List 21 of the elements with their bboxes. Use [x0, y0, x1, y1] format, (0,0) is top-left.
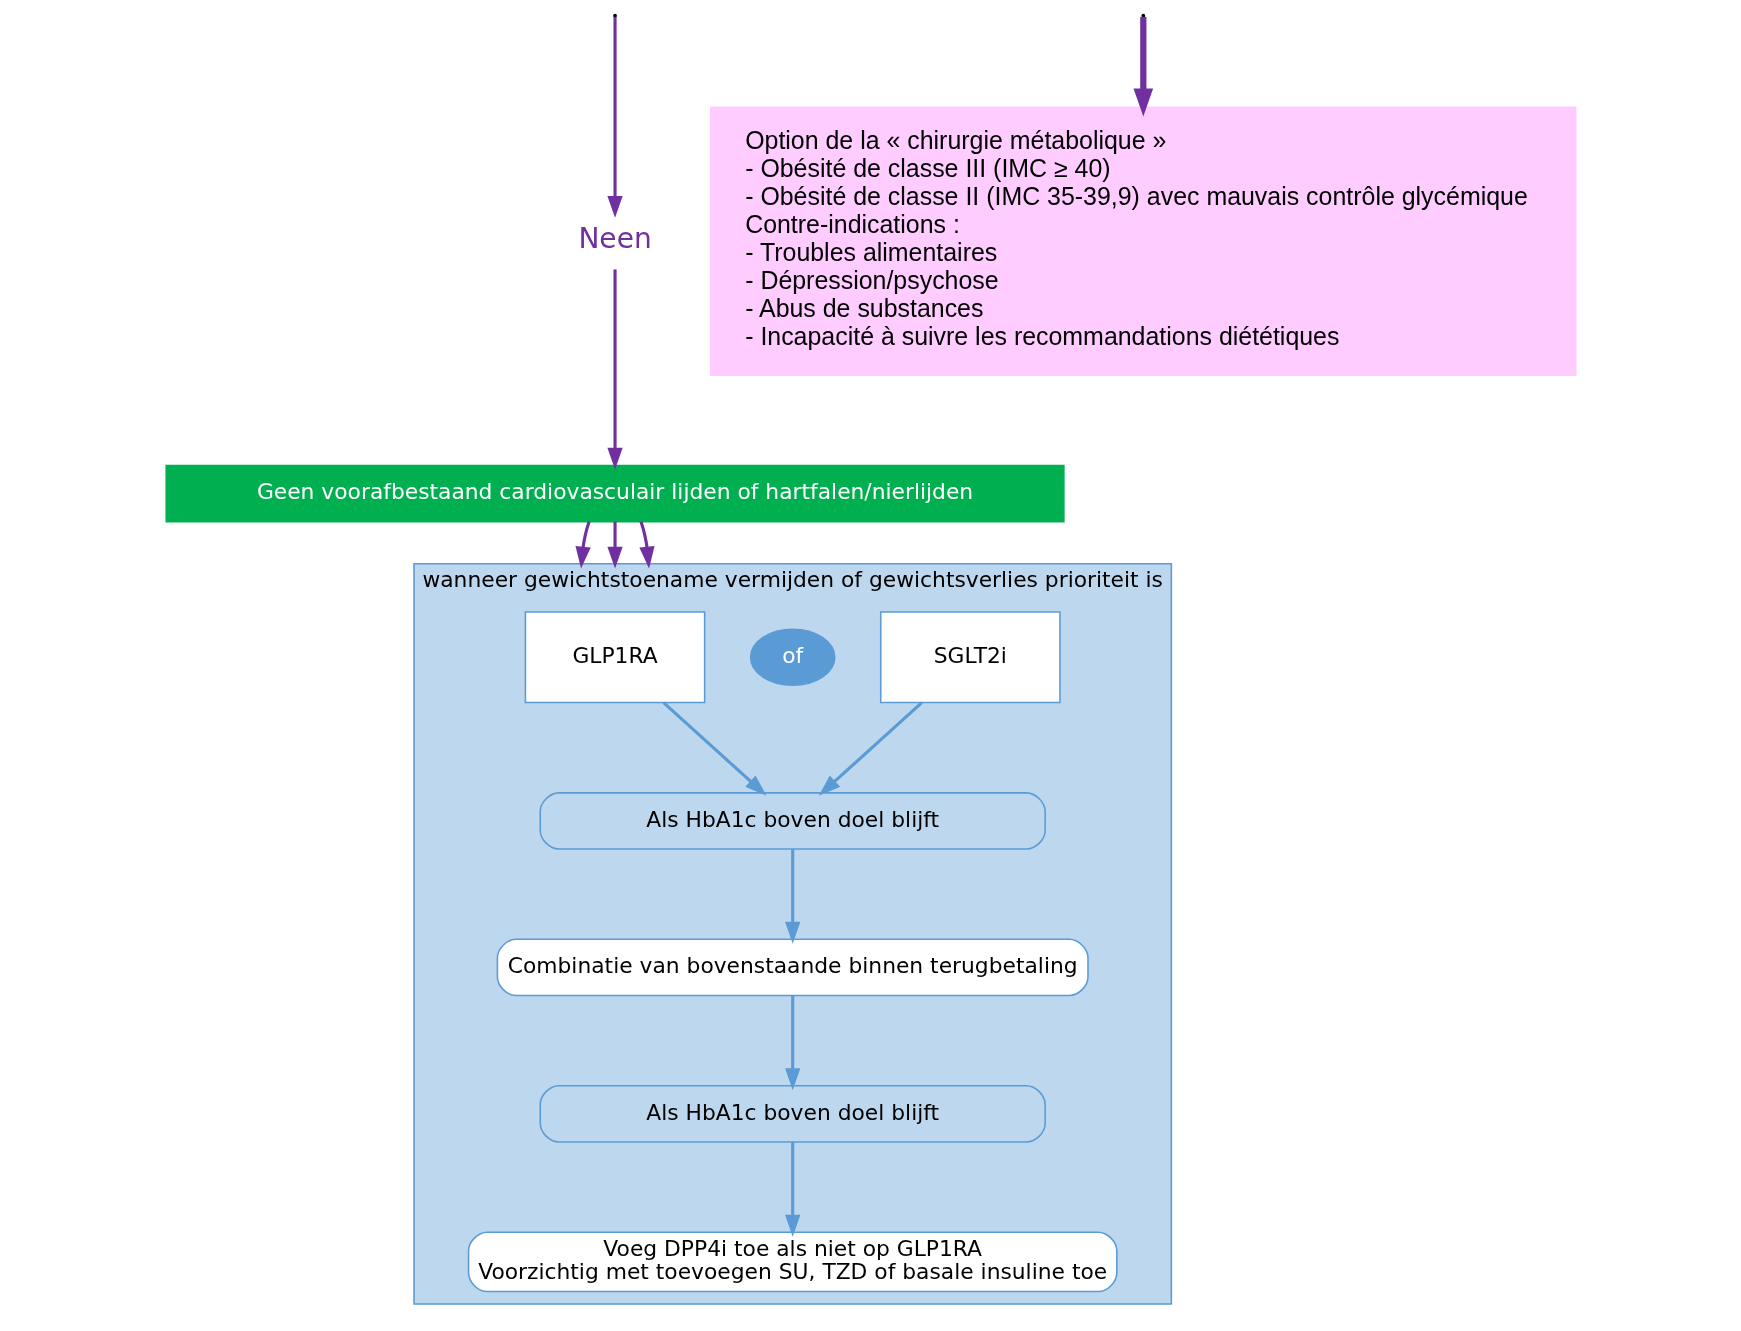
node-box: Option de la « chirurgie métabolique » - Obésité de classe III (IMC ≥ 40) - Obésité de classe II (IMC 35-39,9) avec mauvais contrôle glycémique Contre-indications : - Troubles alimentaires - Dépression/psychose - Abus de substances - Incapacité à suivre les recommandations diététiques — [709, 106, 1577, 376]
node-ellipse: of — [749, 628, 836, 687]
arrow — [1133, 16, 1153, 117]
arrow — [606, 269, 623, 470]
arrow — [662, 701, 767, 796]
node-box: Als HbA1c boven doel blijft — [538, 792, 1046, 850]
node-box: Voeg DPP4i toe als niet op GLP1RA Voorzichtig met toevoegen SU, TZD of basale insuline toe — [467, 1231, 1118, 1293]
arrow — [638, 521, 655, 569]
arrow — [784, 849, 800, 944]
node-box: SGLT2i — [879, 611, 1061, 704]
arrow — [818, 701, 923, 796]
arrow — [784, 995, 800, 1091]
node-box: Geen voorafbestaand cardiovasculair lijden of hartfalen/nierlijden — [164, 464, 1065, 523]
arrow — [606, 521, 623, 569]
arrow — [606, 16, 623, 218]
node-box: GLP1RA — [524, 611, 705, 704]
node-box: Als HbA1c boven doel blijft — [538, 1085, 1046, 1143]
arrow — [574, 521, 591, 569]
node-text: Neen — [577, 222, 652, 256]
arrow — [784, 1142, 800, 1237]
node-box: Combinatie van bovenstaande binnen terugbetaling — [496, 938, 1089, 997]
